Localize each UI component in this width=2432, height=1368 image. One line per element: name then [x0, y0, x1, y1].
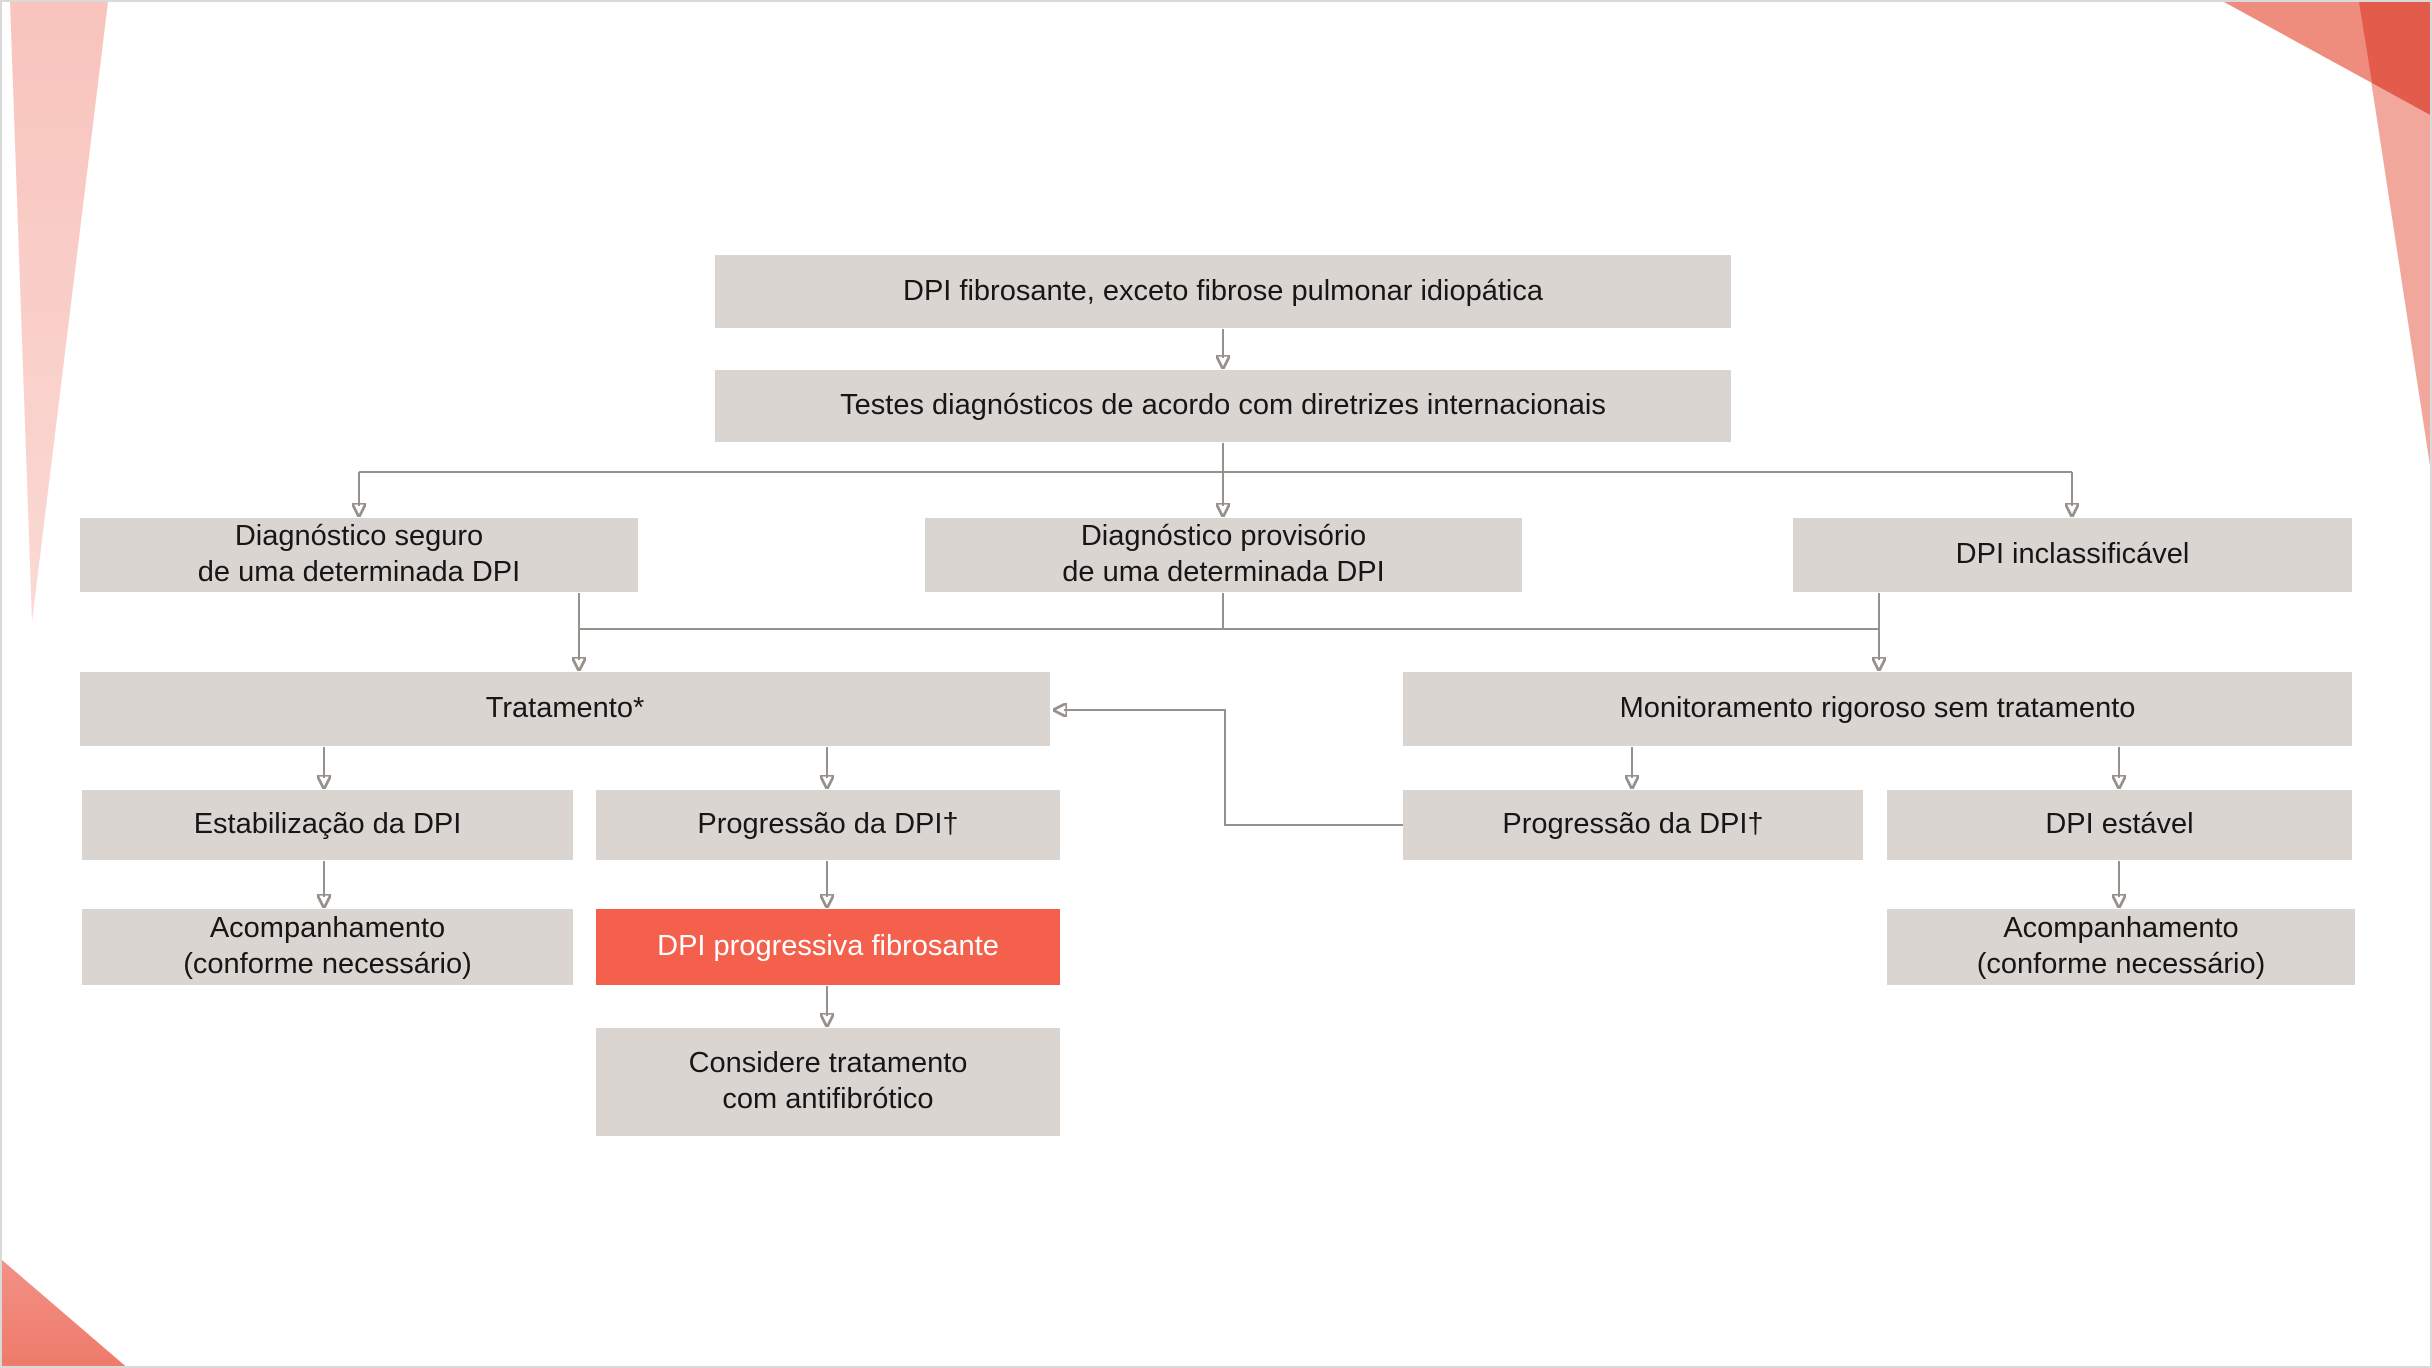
flow-node-dx-provisional: Diagnóstico provisório de uma determinad… — [925, 518, 1522, 592]
flow-node-tests: Testes diagnósticos de acordo com diretr… — [715, 370, 1731, 442]
flow-node-tests-label: Testes diagnósticos de acordo com diretr… — [840, 389, 1606, 422]
flow-node-stabilization: Estabilização da DPI — [82, 790, 573, 860]
connector-split-line — [359, 443, 2072, 473]
flow-node-root: DPI fibrosante, exceto fibrose pulmonar … — [715, 255, 1731, 328]
connector-progression-to-treatment-loop — [1064, 710, 1403, 826]
flow-node-followup-left: Acompanhamento (conforme necessário) — [82, 909, 573, 985]
flow-node-consider-antifibrotic: Considere tratamento com antifibrótico — [596, 1028, 1060, 1136]
flow-node-monitoring: Monitoramento rigoroso sem tratamento — [1403, 672, 2352, 746]
corner-triangle-bottom-left — [2, 1260, 126, 1366]
flow-node-treatment: Tratamento* — [80, 672, 1050, 746]
corner-triangle-top-right — [2224, 2, 2430, 115]
connector-merge-line — [578, 593, 1880, 630]
flow-node-progression-left-label: Progressão da DPI† — [697, 808, 959, 841]
flow-node-dx-confident: Diagnóstico seguro de uma determinada DP… — [80, 518, 638, 592]
flow-node-stabilization-label: Estabilização da DPI — [193, 808, 462, 841]
flow-node-progression-right: Progressão da DPI† — [1403, 790, 1863, 860]
flow-node-pf-ild-label: DPI progressiva fibrosante — [657, 930, 999, 963]
flow-node-monitoring-label: Monitoramento rigoroso sem tratamento — [1619, 692, 2136, 725]
flow-node-dx-provisional-label: Diagnóstico provisório de uma determinad… — [1062, 520, 1385, 588]
flow-node-dx-confident-label: Diagnóstico seguro de uma determinada DP… — [197, 520, 521, 588]
flow-node-dx-unclassifiable-label: DPI inclassificável — [1955, 538, 2190, 571]
corner-band-top-right — [2359, 2, 2430, 466]
flow-node-stable-label: DPI estável — [2045, 808, 2194, 841]
flow-node-treatment-label: Tratamento* — [485, 692, 645, 725]
flow-node-followup-left-label: Acompanhamento (conforme necessário) — [183, 912, 472, 980]
flow-node-followup-right-label: Acompanhamento (conforme necessário) — [1976, 912, 2266, 980]
flow-node-pf-ild-highlight: DPI progressiva fibrosante — [596, 909, 1060, 985]
flow-node-progression-left: Progressão da DPI† — [596, 790, 1060, 860]
corner-overlap-top-right — [2359, 2, 2430, 115]
flow-node-root-label: DPI fibrosante, exceto fibrose pulmonar … — [903, 274, 1543, 307]
flow-node-dx-unclassifiable: DPI inclassificável — [1793, 518, 2352, 592]
flow-node-stable: DPI estável — [1887, 790, 2352, 860]
flow-node-followup-right: Acompanhamento (conforme necessário) — [1887, 909, 2355, 985]
flow-node-progression-right-label: Progressão da DPI† — [1502, 808, 1764, 841]
flow-node-consider-antifibrotic-label: Considere tratamento com antifibrótico — [688, 1047, 968, 1115]
